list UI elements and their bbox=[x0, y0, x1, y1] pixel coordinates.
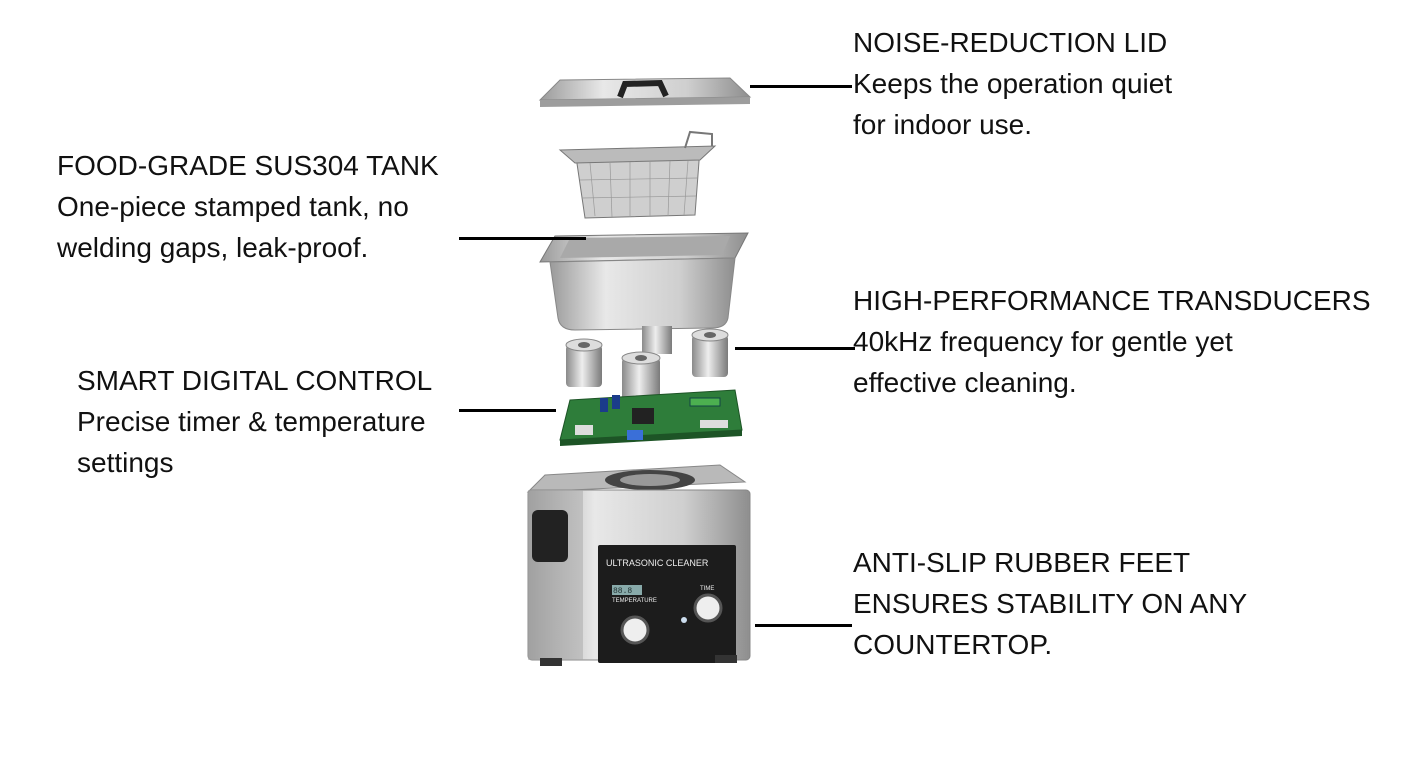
callout-text: settings bbox=[77, 447, 174, 478]
callout-title: HIGH-PERFORMANCE TRANSDUCERS bbox=[853, 285, 1371, 316]
callout-transducers: HIGH-PERFORMANCE TRANSDUCERS 40kHz frequ… bbox=[853, 280, 1371, 403]
temperature-knob-icon bbox=[620, 615, 650, 645]
callout-title: FOOD-GRADE SUS304 TANK bbox=[57, 150, 439, 181]
callout-text: One-piece stamped tank, no bbox=[57, 191, 409, 222]
callout-text: welding gaps, leak-proof. bbox=[57, 232, 369, 263]
callout-tank: FOOD-GRADE SUS304 TANK One-piece stamped… bbox=[57, 145, 439, 268]
callout-text: Precise timer & temperature bbox=[77, 406, 426, 437]
callout-text: effective cleaning. bbox=[853, 367, 1077, 398]
leader-line-control bbox=[459, 409, 556, 412]
callout-title: ANTI-SLIP RUBBER FEET bbox=[853, 547, 1191, 578]
basket-illustration bbox=[558, 130, 717, 219]
callout-title: NOISE-REDUCTION LID bbox=[853, 27, 1168, 58]
cleaner-unit-illustration bbox=[526, 464, 751, 666]
leader-line-feet bbox=[755, 624, 852, 627]
callout-title: SMART DIGITAL CONTROL bbox=[77, 365, 433, 396]
callout-lid: NOISE-REDUCTION LID Keeps the operation … bbox=[853, 22, 1172, 145]
lid-handle-icon bbox=[617, 79, 669, 99]
transducers-illustration bbox=[565, 328, 729, 402]
leader-line-transducers bbox=[735, 347, 855, 350]
panel-display: 88.8 bbox=[613, 587, 632, 596]
callout-text: ENSURES STABILITY ON ANY bbox=[853, 588, 1248, 619]
panel-temperature-label: TEMPERATURE bbox=[612, 598, 657, 604]
leader-line-tank bbox=[459, 237, 586, 240]
callout-text: for indoor use. bbox=[853, 109, 1032, 140]
pcb-illustration bbox=[559, 389, 743, 446]
callout-text: 40kHz frequency for gentle yet bbox=[853, 326, 1233, 357]
tank-illustration bbox=[539, 232, 749, 354]
panel-time-label: TIME bbox=[700, 586, 714, 592]
callout-control: SMART DIGITAL CONTROL Precise timer & te… bbox=[77, 360, 432, 483]
lid-illustration bbox=[538, 77, 752, 107]
callout-text: Keeps the operation quiet bbox=[853, 68, 1173, 99]
callout-feet: ANTI-SLIP RUBBER FEET ENSURES STABILITY … bbox=[853, 542, 1247, 665]
callout-text: COUNTERTOP. bbox=[853, 629, 1053, 660]
leader-line-lid bbox=[750, 85, 852, 88]
time-knob-icon bbox=[693, 593, 723, 623]
panel-brand: ULTRASONIC CLEANER bbox=[606, 558, 709, 568]
side-handle-icon bbox=[532, 510, 568, 562]
